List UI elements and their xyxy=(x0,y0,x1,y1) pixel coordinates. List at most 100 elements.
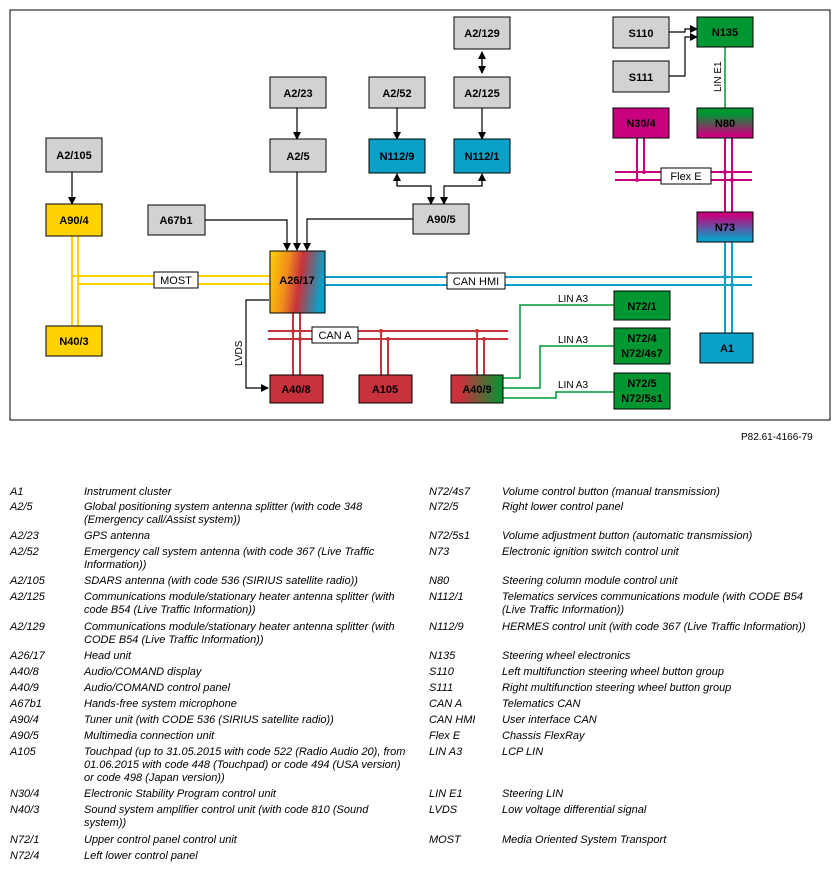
legend-code: S110 xyxy=(429,666,454,678)
component-a90-4: A90/4 xyxy=(45,203,103,237)
svg-text:A26/17: A26/17 xyxy=(279,275,314,287)
lin-e1-label: LIN E1 xyxy=(713,61,724,92)
legend-code: N135 xyxy=(429,650,456,662)
legend-row: N72/5s1 Volume adjustment button (automat… xyxy=(429,530,825,543)
legend-code: Flex E xyxy=(429,730,461,742)
component-a105: A105 xyxy=(358,374,413,404)
component-n40-3: N40/3 xyxy=(45,325,103,357)
component-a2-5: A2/5 xyxy=(269,138,327,173)
legend-code: N72/5s1 xyxy=(429,530,470,542)
legend-code: N80 xyxy=(429,575,450,587)
legend-code: A90/4 xyxy=(10,714,39,726)
legend-code: A40/8 xyxy=(10,666,39,678)
legend-description: Tuner unit (with CODE 536 (SIRIUS satell… xyxy=(84,714,334,726)
legend-row: A90/4 Tuner unit (with CODE 536 (SIRIUS s… xyxy=(10,714,406,727)
legend-code: A2/105 xyxy=(10,575,45,587)
legend-row: N30/4 Electronic Stability Program contro… xyxy=(10,788,406,801)
svg-text:N72/1: N72/1 xyxy=(627,301,656,313)
component-n135: N135 xyxy=(696,16,754,48)
lin-a3-label-2: LIN A3 xyxy=(558,335,588,346)
legend-row: A40/8 Audio/COMAND display xyxy=(10,666,406,679)
document-id: P82.61-4166-79 xyxy=(741,432,813,443)
legend-code: S111 xyxy=(429,682,454,694)
legend-description: Sound system amplifier control unit (wit… xyxy=(84,804,369,829)
can-a-bus xyxy=(268,313,508,375)
svg-text:A90/5: A90/5 xyxy=(426,214,455,226)
signal-arrows xyxy=(68,25,698,392)
legend-description: Left multifunction steering wheel button… xyxy=(502,666,724,678)
legend-description: Instrument cluster xyxy=(84,486,172,498)
component-a40-8: A40/8 xyxy=(269,374,324,404)
legend-row: A1 Instrument cluster xyxy=(10,486,406,499)
legend-description: Electronic Stability Program control uni… xyxy=(84,788,276,800)
legend-description: Electronic ignition switch control unit xyxy=(502,546,679,558)
component-n73: N73 xyxy=(696,211,754,243)
legend-description: Audio/COMAND display xyxy=(84,666,202,678)
legend-code: N112/9 xyxy=(429,621,464,633)
component-a26-17: A26/17 xyxy=(269,250,326,314)
legend-description: Hands-free system microphone xyxy=(84,698,237,710)
legend-description: Media Oriented System Transport xyxy=(502,834,667,846)
legend-code: A2/125 xyxy=(10,591,45,603)
svg-text:A90/4: A90/4 xyxy=(59,215,89,227)
lin-a3-label-1: LIN A3 xyxy=(558,294,588,305)
component-a90-5: A90/5 xyxy=(412,203,470,235)
bus-label-can-hmi: CAN HMI xyxy=(446,272,506,290)
svg-text:A67b1: A67b1 xyxy=(159,215,192,227)
bus-label-flex-e: Flex E xyxy=(660,167,712,185)
legend-description: Left lower control panel xyxy=(84,850,198,862)
legend-code: LIN A3 xyxy=(429,746,463,758)
legend-description: Communications module/stationary heater … xyxy=(84,621,395,646)
legend-code: N73 xyxy=(429,546,450,558)
legend-code: A2/52 xyxy=(10,546,39,558)
svg-text:N80: N80 xyxy=(715,118,735,130)
legend-row: Flex E Chassis FlexRay xyxy=(429,730,825,743)
legend-description: SDARS antenna (with code 536 (SIRIUS sat… xyxy=(84,575,358,587)
legend-code: A26/17 xyxy=(10,650,45,662)
lin-lines xyxy=(502,46,726,399)
legend-code: CAN HMI xyxy=(429,714,476,726)
can-hmi-bus xyxy=(325,240,752,333)
legend-description: Upper control panel control unit xyxy=(84,834,237,846)
component-n112-1: N112/1 xyxy=(453,138,511,174)
svg-text:N112/9: N112/9 xyxy=(380,151,415,163)
legend-code: MOST xyxy=(429,834,461,846)
component-n30-4: N30/4 xyxy=(612,107,670,139)
component-n72-1: N72/1 xyxy=(613,290,671,321)
legend-code: N30/4 xyxy=(10,788,40,800)
legend-row: N73 Electronic ignition switch control un… xyxy=(429,546,825,559)
legend-code: LVDS xyxy=(429,804,458,816)
legend-description: Emergency call system antenna (with code… xyxy=(84,546,375,571)
legend-row: S110 Left multifunction steering wheel bu… xyxy=(429,666,825,679)
legend-code: A90/5 xyxy=(10,730,39,742)
component-n72-4: N72/4 N72/4s7 xyxy=(613,327,671,365)
legend-description: Right multifunction steering wheel butto… xyxy=(502,682,732,694)
legend-description: Telematics CAN xyxy=(502,698,581,710)
legend-description: Chassis FlexRay xyxy=(502,730,585,742)
legend-description: Volume adjustment button (automatic tran… xyxy=(502,530,753,542)
legend-code: A1 xyxy=(10,486,24,498)
svg-text:A105: A105 xyxy=(372,384,398,396)
svg-text:A2/129: A2/129 xyxy=(464,28,499,40)
component-a2-125: A2/125 xyxy=(453,76,511,109)
legend-row: N72/1 Upper control panel control unit xyxy=(10,834,406,847)
svg-text:N73: N73 xyxy=(715,222,735,234)
most-label: MOST xyxy=(160,275,192,287)
legend-description: LCP LIN xyxy=(502,746,544,758)
legend-code: N72/1 xyxy=(10,834,40,846)
